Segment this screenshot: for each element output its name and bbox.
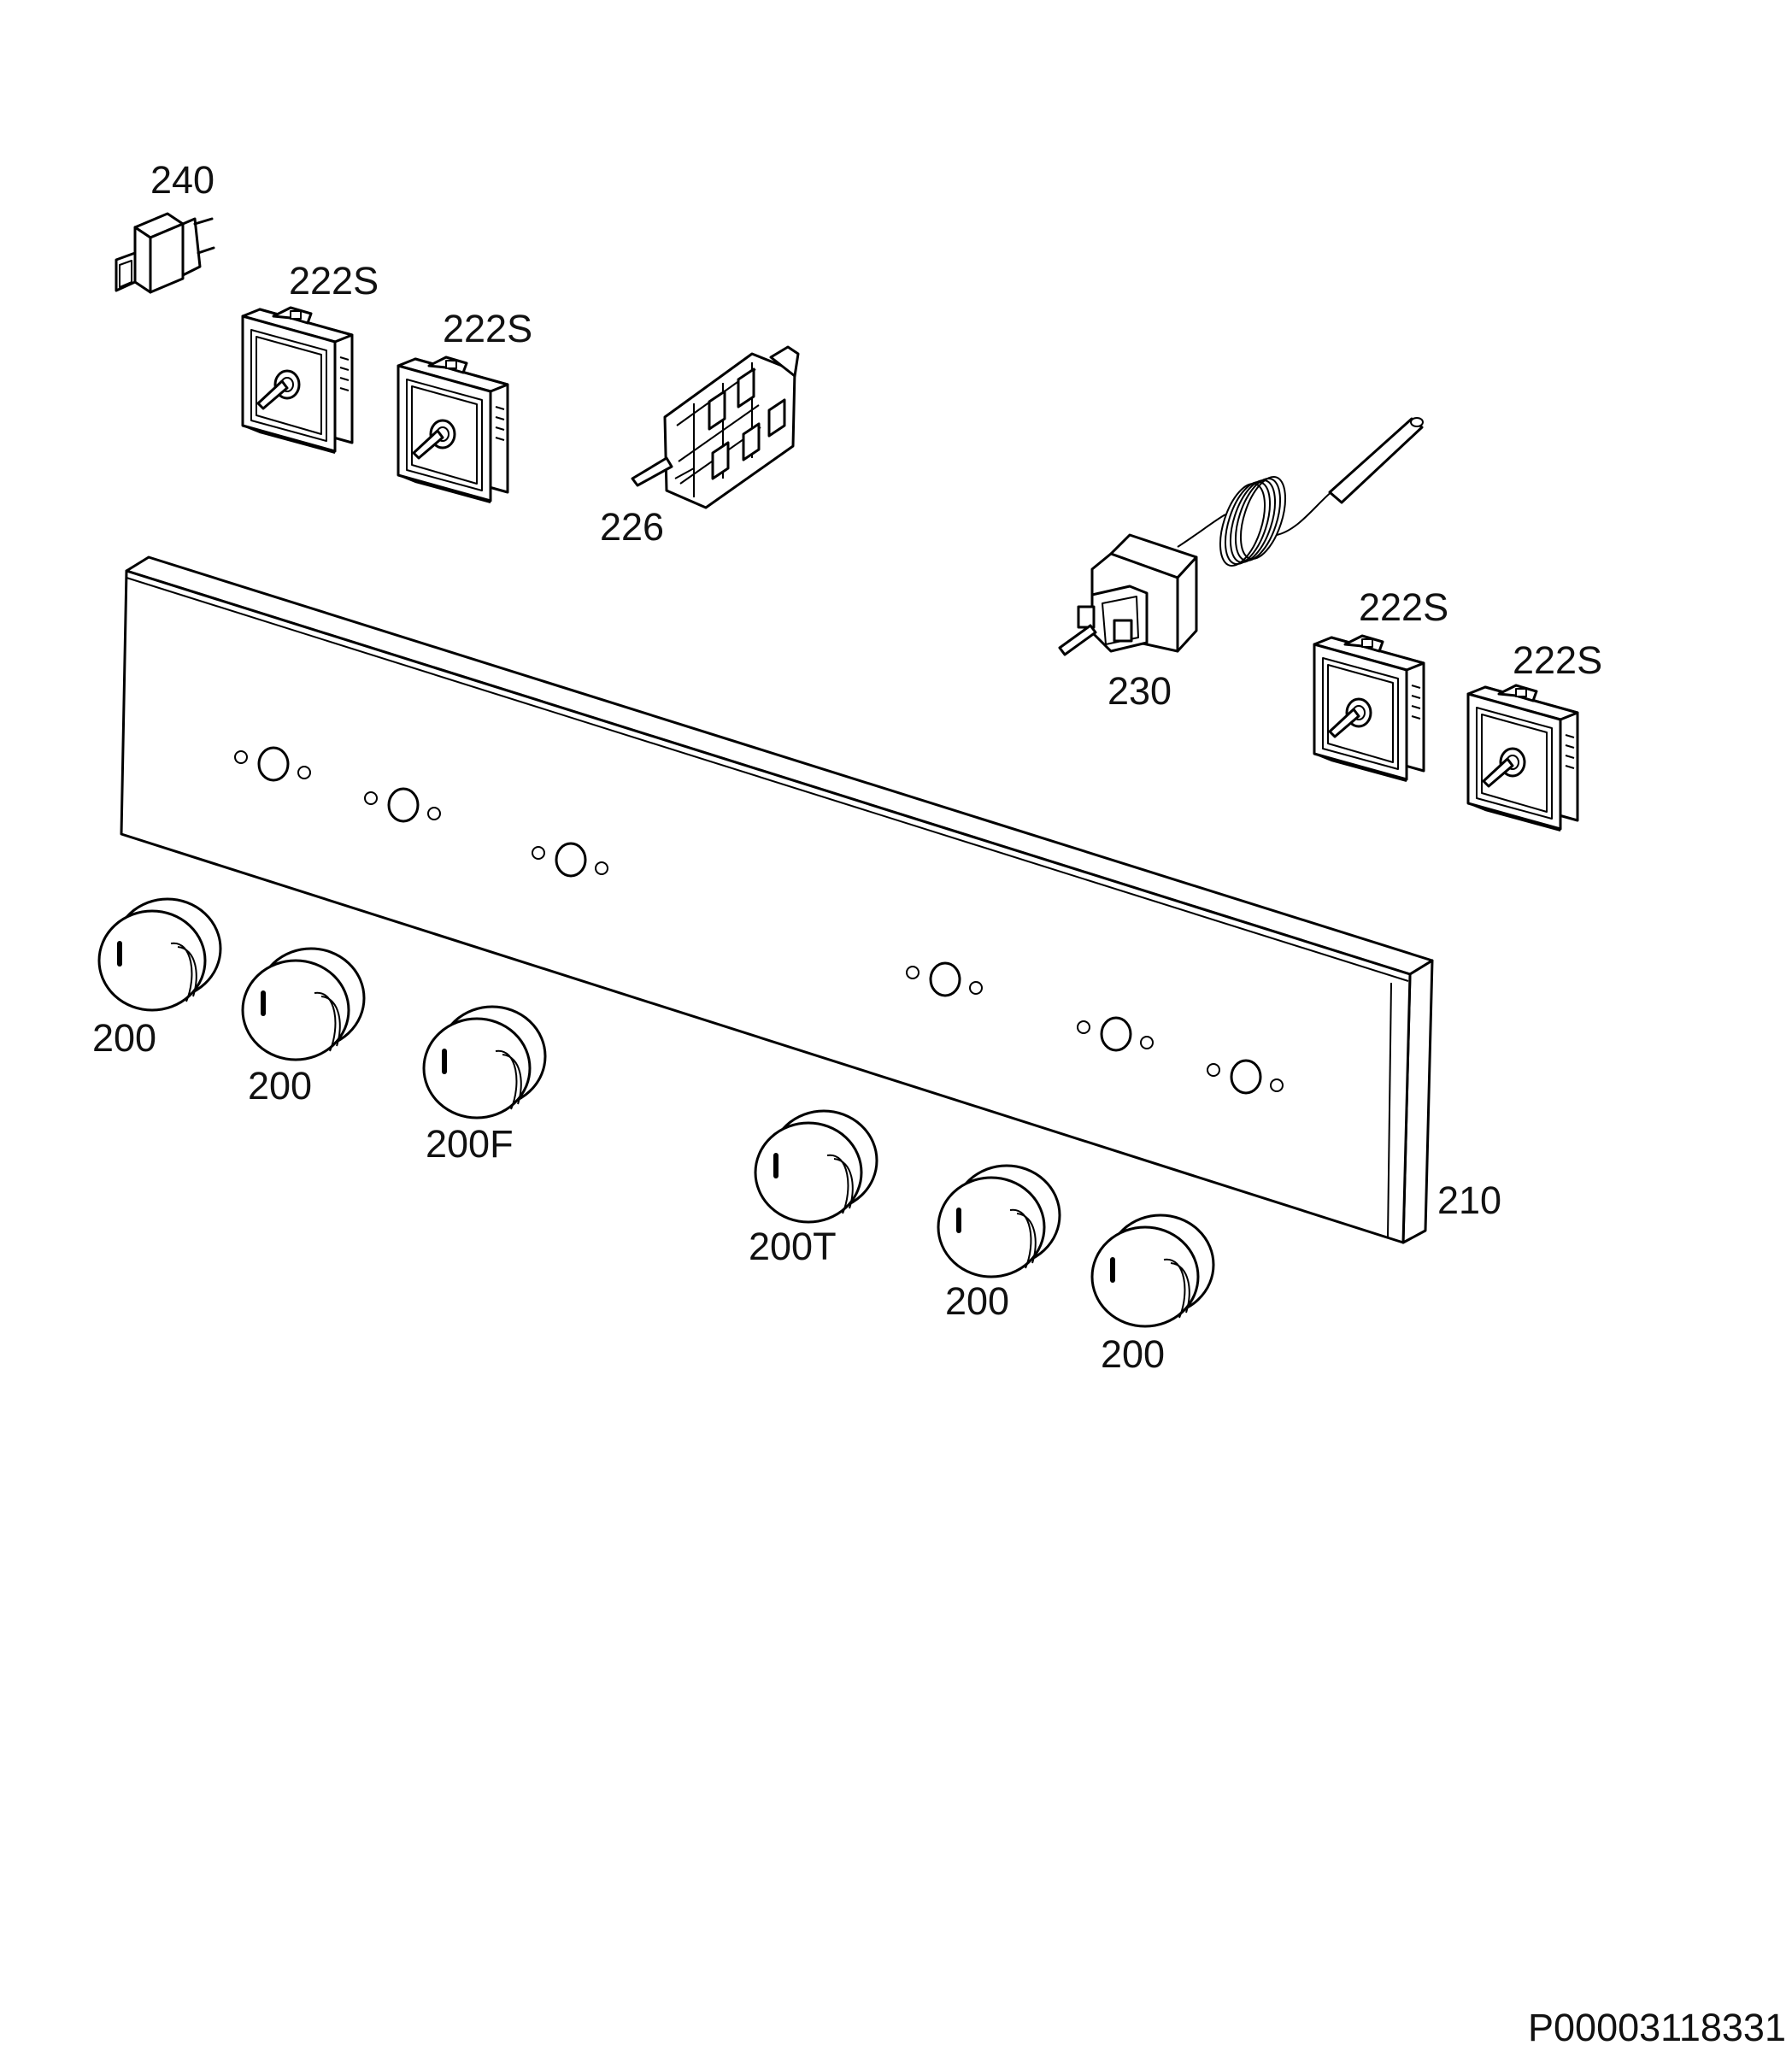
part-label: 200F bbox=[426, 1122, 514, 1166]
knob-3-icon bbox=[424, 1007, 545, 1118]
knob-6-icon bbox=[1092, 1215, 1213, 1326]
indicator-lamp-icon bbox=[115, 212, 215, 294]
knob-4-icon bbox=[755, 1111, 877, 1222]
switch-4-icon bbox=[1466, 684, 1579, 832]
part-label: 200 bbox=[1101, 1332, 1165, 1376]
switch-1-icon bbox=[241, 306, 354, 455]
knob-2-icon bbox=[243, 949, 364, 1060]
switch-3-icon bbox=[1313, 634, 1425, 783]
selector-switch-icon bbox=[631, 345, 800, 509]
thermostat-icon bbox=[1058, 417, 1424, 656]
control-panel-icon bbox=[120, 555, 1434, 1244]
switch-2-icon bbox=[397, 356, 509, 504]
part-label: 200 bbox=[248, 1064, 312, 1108]
part-label: 240 bbox=[150, 158, 214, 202]
knob-1-icon bbox=[99, 899, 220, 1010]
part-label: 222S bbox=[289, 259, 379, 303]
part-label: 222S bbox=[443, 307, 532, 350]
part-label: 222S bbox=[1359, 585, 1448, 629]
knob-5-icon bbox=[938, 1166, 1060, 1277]
part-label: 230 bbox=[1108, 669, 1172, 713]
part-label: 200 bbox=[92, 1016, 156, 1060]
part-label: 222S bbox=[1513, 638, 1602, 682]
part-label: 200 bbox=[945, 1279, 1009, 1323]
drawing-code: P00003118331 bbox=[1528, 2006, 1786, 2049]
part-label: 200T bbox=[749, 1225, 837, 1268]
part-label: 226 bbox=[600, 505, 664, 549]
part-label: 210 bbox=[1437, 1178, 1501, 1222]
